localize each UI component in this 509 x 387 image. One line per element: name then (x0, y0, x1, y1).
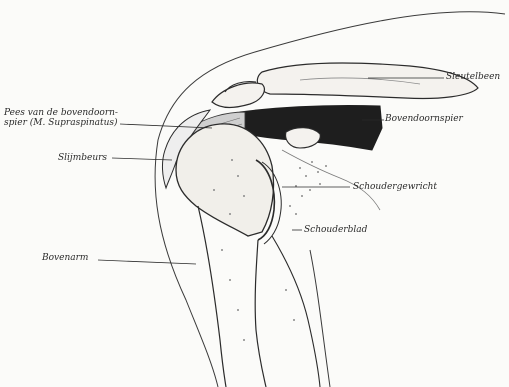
clavicle-bone (257, 63, 478, 99)
humerus-shaft (198, 206, 226, 387)
label-pees-line1: Pees van de bovendoorn- (4, 108, 118, 118)
label-shoulder-joint: Schoudergewricht (353, 182, 437, 192)
label-supraspinatus-tendon: Pees van de bovendoorn- spier (M. Supras… (4, 108, 118, 128)
label-supraspinatus-muscle: Bovendoornspier (385, 114, 463, 124)
arm-right-contour (310, 250, 330, 387)
scapula-blade (272, 236, 320, 387)
coracoid-process (286, 128, 321, 148)
label-bursa: Slijmbeurs (58, 153, 107, 163)
acromion (212, 83, 264, 108)
leader-bovenarm (98, 260, 196, 264)
label-upper-arm: Bovenarm (42, 253, 88, 263)
label-clavicle: Sleutelbeen (446, 72, 500, 82)
humeral-head (176, 124, 274, 236)
label-pees-line2: spier (M. Supraspinatus) (4, 118, 118, 128)
label-scapula: Schouderblad (304, 225, 367, 235)
